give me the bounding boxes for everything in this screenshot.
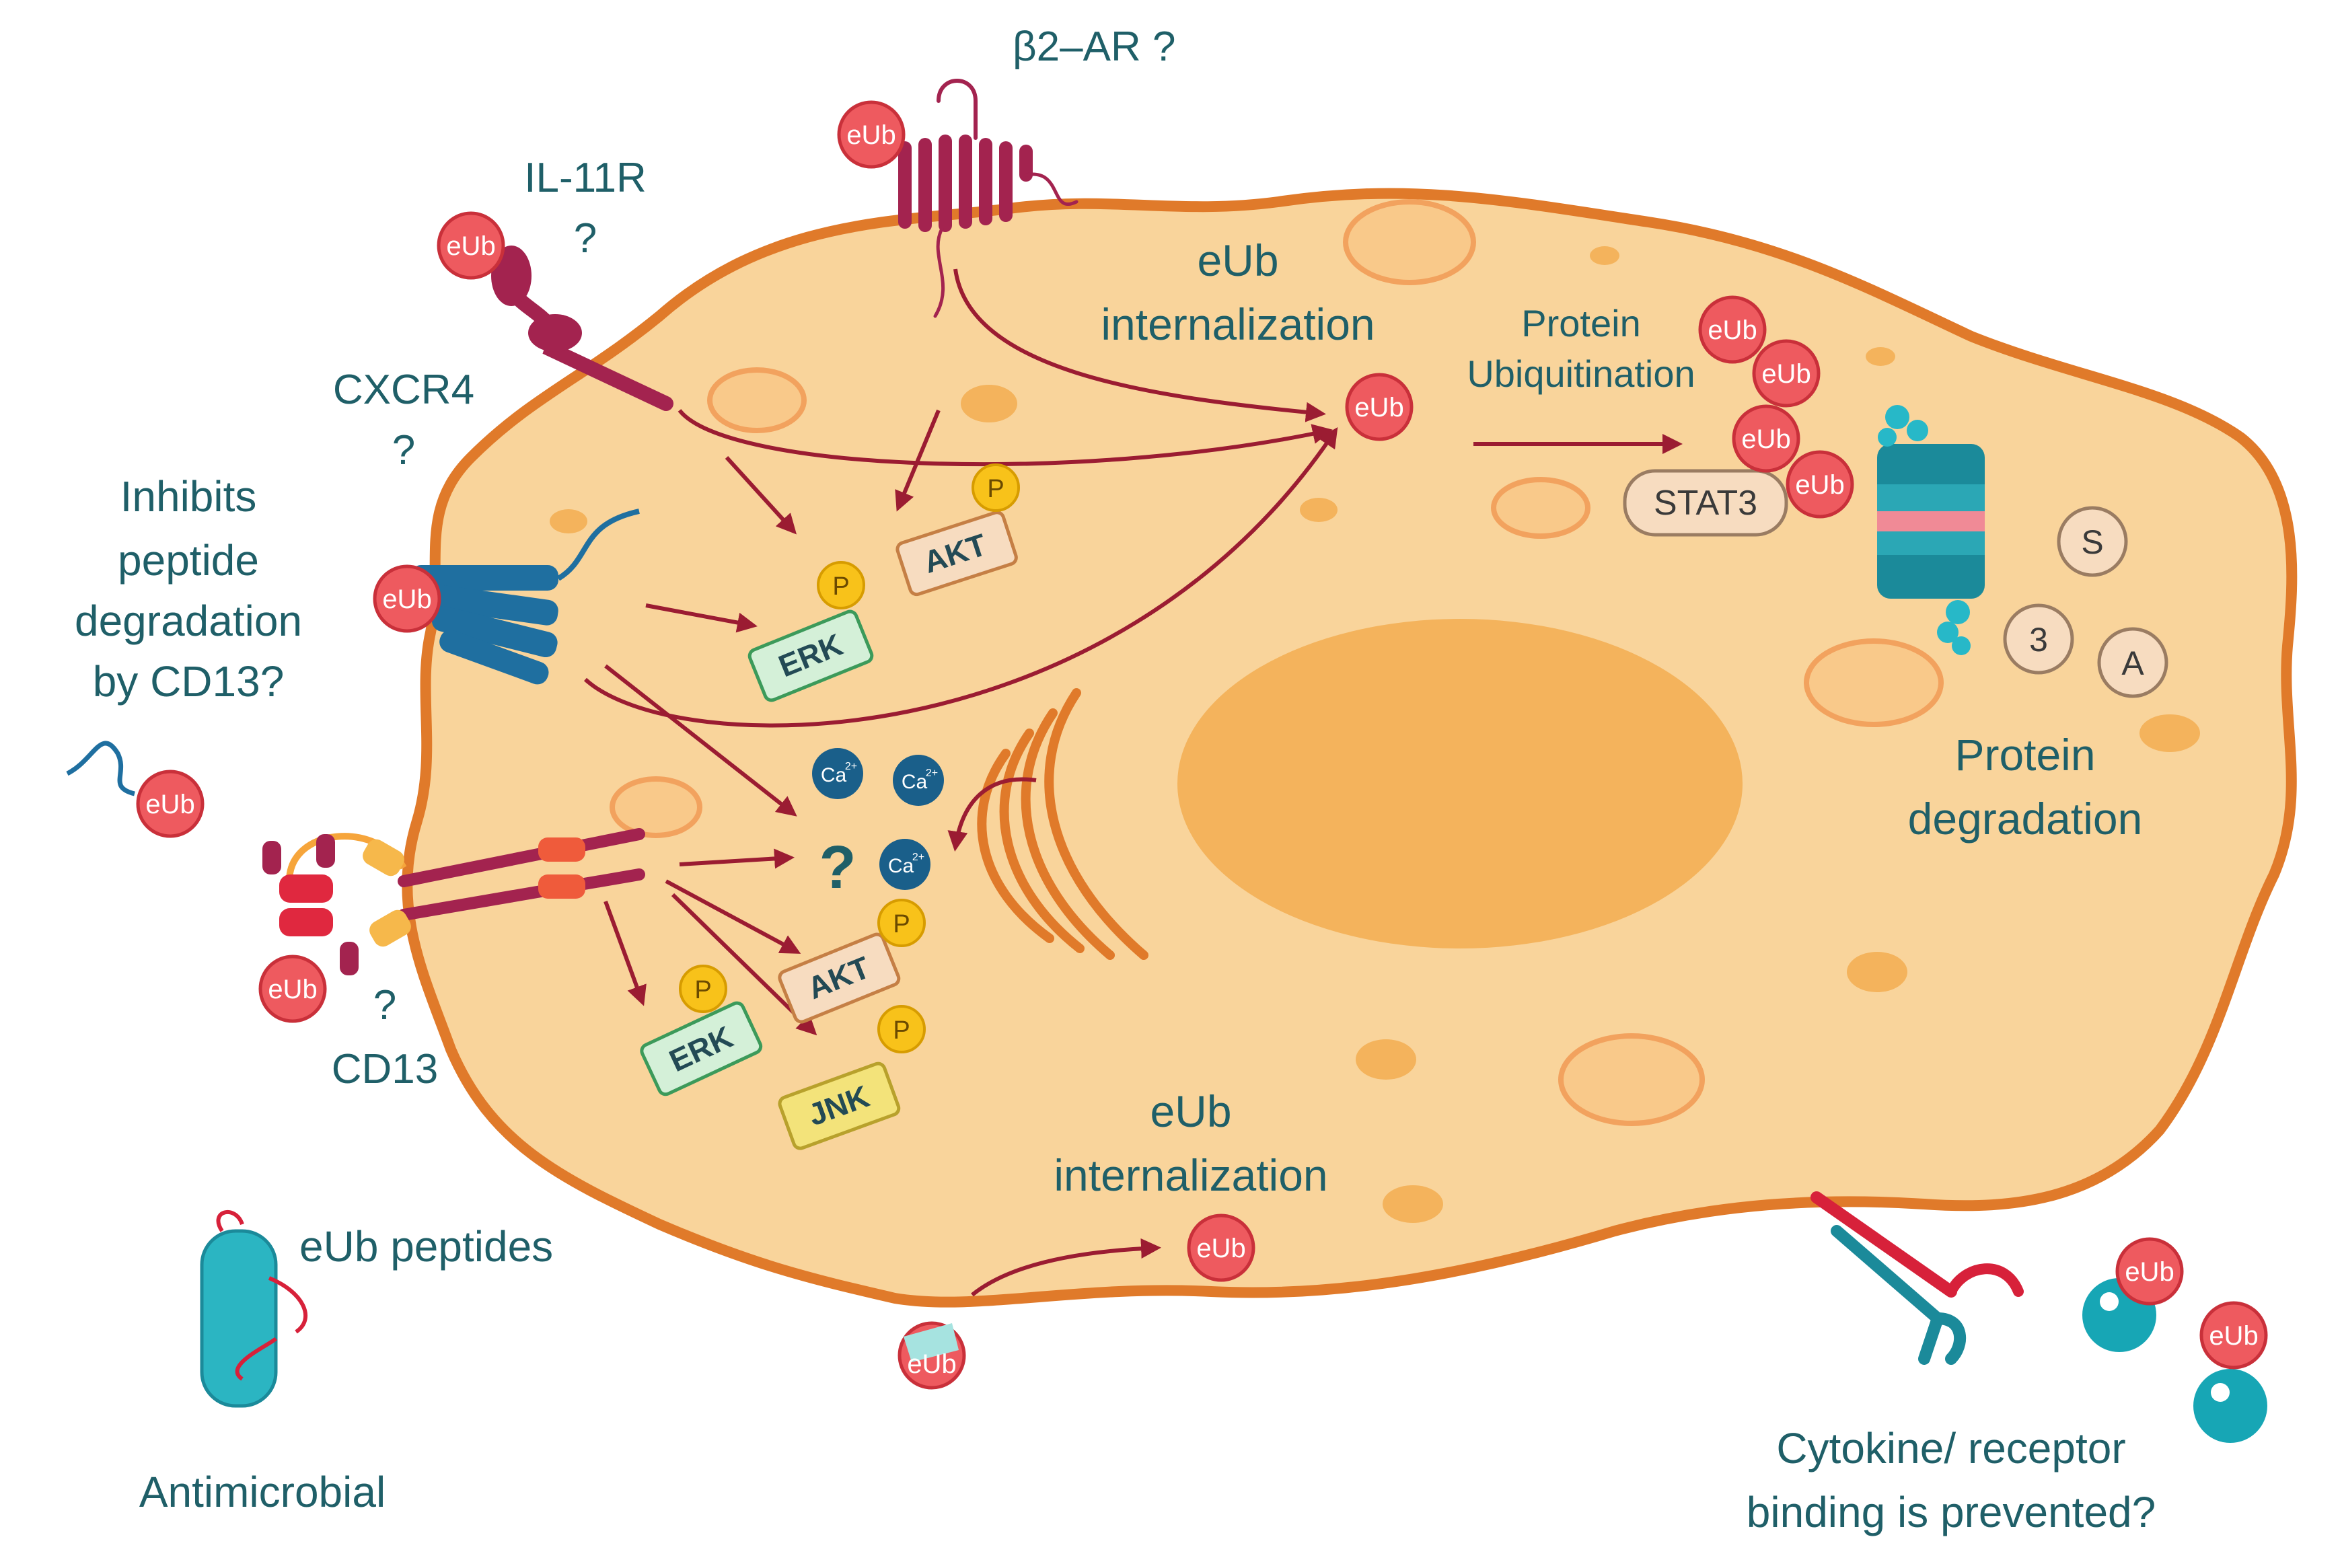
eub-cxcr4: eUb [375,566,439,631]
jnk-box: JNK [778,1061,901,1150]
peptide-tail [66,741,135,796]
label-cytokine-2: binding is prevented? [1747,1488,2156,1536]
svg-text:Ca: Ca [888,855,914,877]
eub-chain: eUb eUb eUb eUb [1700,297,1852,517]
svg-text:eUb: eUb [446,231,495,261]
eub-free-left: eUb [138,772,203,836]
svg-text:eUb: eUb [145,790,194,819]
svg-text:S: S [2081,523,2103,561]
svg-text:P: P [893,910,910,938]
svg-text:P: P [987,475,1004,503]
eub-cytokine-2: eUb [2201,1303,2266,1368]
svg-text:P: P [694,976,711,1004]
label-inhibits-2: peptide [118,536,259,585]
svg-text:Ca: Ca [821,764,847,786]
label-protein-ubiq-1: Protein [1521,302,1640,344]
label-cxcr4-q: ? [392,427,415,474]
svg-text:eUb: eUb [1708,315,1757,345]
label-internalization-bottom-2: internalization [1054,1150,1327,1200]
label-inhibits-3: degradation [75,597,302,645]
label-b2ar: β2–AR ? [1013,24,1175,70]
label-inhibits-4: by CD13? [93,657,285,706]
proteasome [1877,405,1985,655]
protein-fragments: S 3 A [2003,506,2168,698]
nucleus [1177,619,1743,948]
eub-il11r: eUb [439,213,503,278]
svg-text:P: P [893,1016,910,1045]
cxcr4-receptor [410,509,640,685]
svg-text:eUb: eUb [1196,1234,1245,1263]
label-internalization-bottom-1: eUb [1150,1086,1231,1136]
svg-text:eUb: eUb [268,975,317,1004]
svg-text:eUb: eUb [1354,393,1403,422]
calcium-ions: Ca2+ Ca2+ Ca2+ [812,748,944,890]
label-protein-ubiq-2: Ubiquitination [1467,352,1695,395]
eub-internalized-top: eUb [1347,375,1412,439]
label-antimicrobial: Antimicrobial [139,1468,386,1516]
svg-text:3: 3 [2029,621,2048,659]
golgi-apparatus [977,688,1148,960]
b2ar-receptor [898,79,1078,318]
akt-box-upper: AKT [895,511,1018,597]
cd13-receptor [262,828,645,975]
svg-text:2+: 2+ [845,761,857,772]
label-protein-deg-1: Protein [1954,730,2095,780]
svg-text:2+: 2+ [912,852,924,863]
cytokine-receptor [1810,1191,2024,1365]
svg-text:eUb: eUb [2125,1257,2174,1287]
akt-box-lower: AKT [778,932,901,1024]
erk-box-lower: ERK [640,1001,763,1096]
svg-text:Ca: Ca [902,771,928,793]
svg-text:eUb: eUb [1761,359,1810,389]
svg-text:eUb: eUb [1795,470,1844,500]
granules [550,246,2200,1223]
svg-text:eUb: eUb [382,585,431,614]
svg-text:eUb: eUb [2209,1321,2258,1351]
svg-text:STAT3: STAT3 [1654,484,1757,523]
stat3-box: STAT3 [1623,469,1788,537]
unknown-mechanism-mark: ? [819,834,856,901]
label-internalization-top-2: internalization [1101,299,1375,349]
phosphate-groups: P P P P P [679,463,1020,1053]
svg-text:eUb: eUb [1741,424,1790,454]
eub-cd13: eUb [260,957,325,1021]
label-cd13: CD13 [332,1046,439,1092]
eub-membrane-bottom: eUb [900,1323,964,1388]
svg-text:2+: 2+ [926,768,938,779]
label-inhibits-1: Inhibits [120,472,257,521]
label-cd13-q: ? [373,982,396,1029]
bacterium [200,1210,308,1408]
eub-cytokine-1: eUb [2117,1239,2182,1304]
label-protein-deg-2: degradation [1908,794,2143,844]
svg-text:eUb: eUb [846,120,895,150]
svg-text:A: A [2121,644,2144,682]
label-internalization-top-1: eUb [1197,235,1278,285]
eub-b2ar: eUb [839,102,904,167]
label-il11r-q: ? [574,215,597,262]
vesicles [610,199,1944,1126]
svg-text:eUb: eUb [907,1349,956,1379]
erk-box-upper: ERK [747,609,874,702]
label-il11r: IL-11R [524,155,647,201]
label-cytokine-1: Cytokine/ receptor [1776,1424,2125,1472]
eub-internalized-bottom: eUb [1189,1216,1253,1280]
label-eub-peptides: eUb peptides [299,1222,553,1271]
svg-text:P: P [832,572,849,601]
label-cxcr4: CXCR4 [333,367,474,413]
